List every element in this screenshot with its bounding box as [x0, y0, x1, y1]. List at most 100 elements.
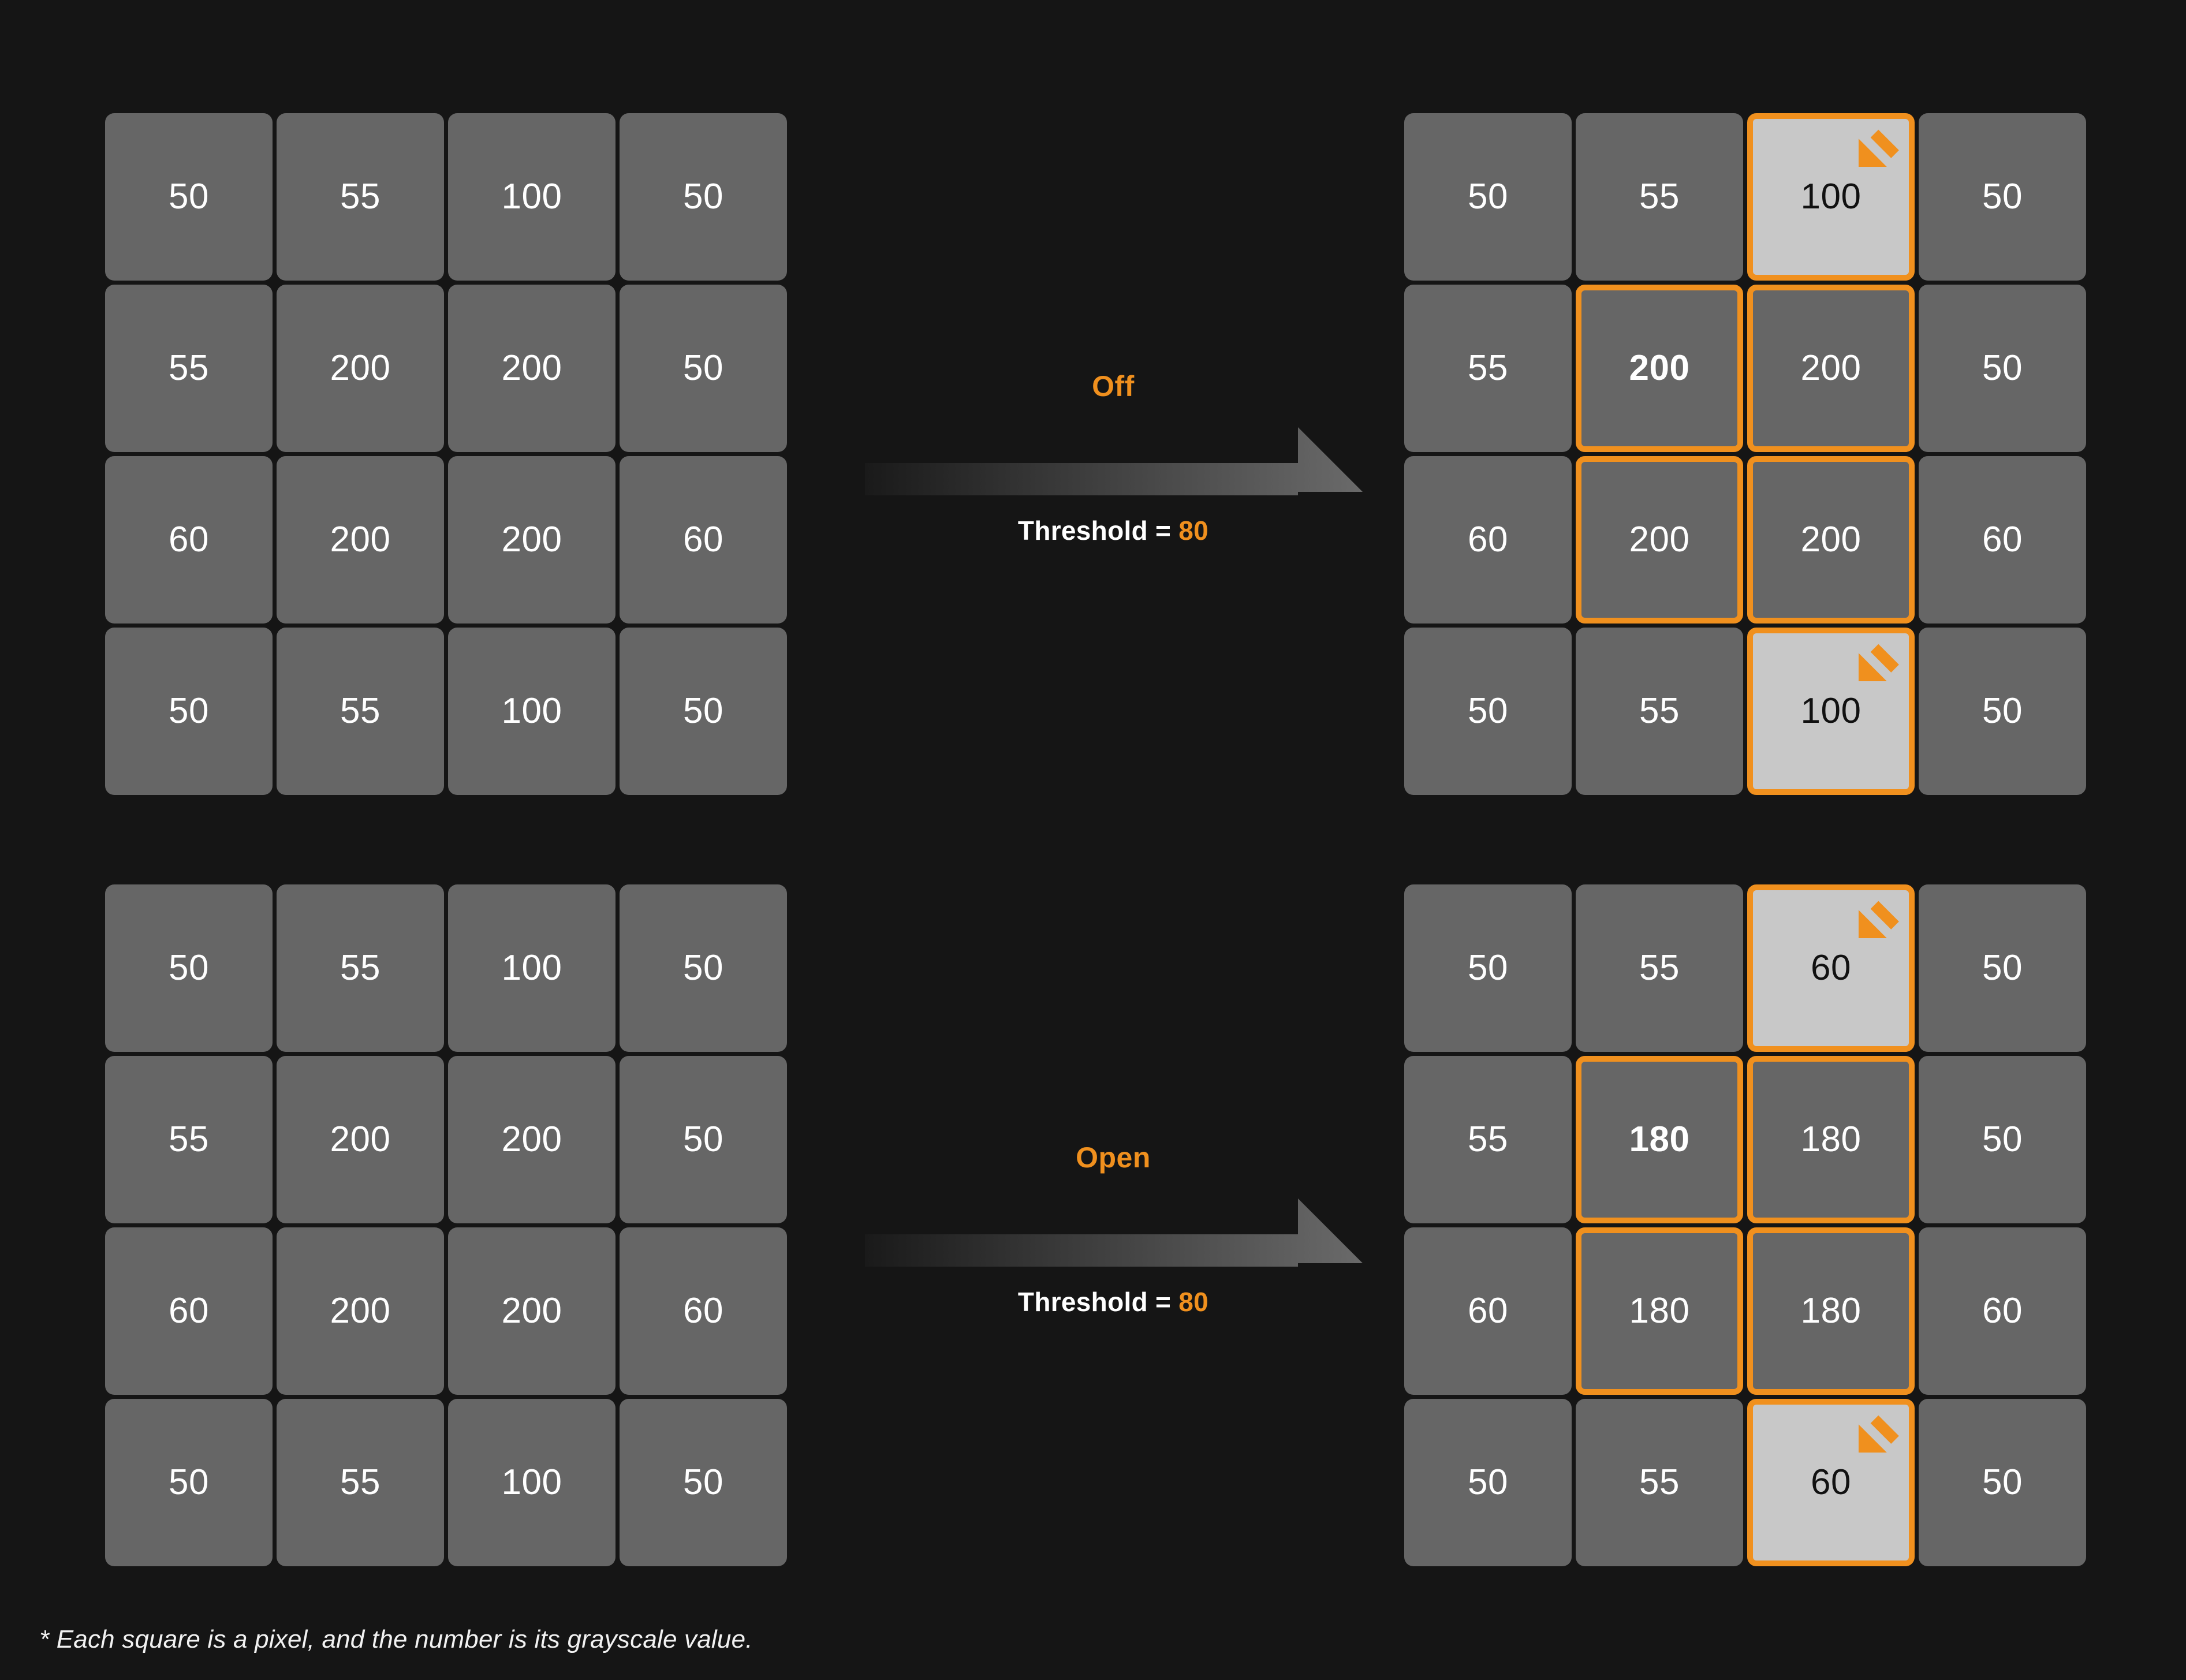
pixel-cell[interactable]: 60 — [620, 456, 787, 624]
pixel-cell[interactable]: 50 — [620, 285, 787, 452]
pixel-value: 180 — [1800, 1291, 1862, 1331]
pixel-value: 50 — [169, 691, 209, 731]
pixel-value: 50 — [169, 177, 209, 216]
pixel-value: 200 — [1800, 348, 1862, 388]
pixel-value: 50 — [1982, 1119, 2023, 1159]
pixel-cell[interactable]: 180 — [1576, 1227, 1743, 1395]
pixel-cell[interactable]: 50 — [1404, 884, 1572, 1052]
pixel-cell[interactable]: 100 — [448, 884, 615, 1052]
pixel-cell[interactable]: 55 — [1576, 884, 1743, 1052]
pixel-cell[interactable]: 55 — [105, 1056, 273, 1223]
pixel-cell[interactable]: 60 — [1404, 456, 1572, 624]
pixel-cell[interactable]: 200 — [277, 1227, 444, 1395]
pixel-cell[interactable]: 50 — [620, 1056, 787, 1223]
pixel-cell[interactable]: 200 — [448, 1056, 615, 1223]
pixel-cell[interactable]: 60 — [1919, 1227, 2086, 1395]
pixel-value: 100 — [501, 177, 562, 216]
pixel-cell[interactable]: 50 — [1919, 1056, 2086, 1223]
pixel-cell[interactable]: 100 — [448, 628, 615, 795]
pixel-cell[interactable]: 55 — [277, 113, 444, 281]
pixel-cell[interactable]: 100 — [1747, 628, 1915, 795]
pixel-cell[interactable]: 60 — [1747, 1399, 1915, 1566]
pixel-cell[interactable]: 200 — [1747, 285, 1915, 452]
pixel-cell[interactable]: 50 — [620, 884, 787, 1052]
pixel-cell[interactable]: 55 — [1404, 1056, 1572, 1223]
pixel-cell[interactable]: 55 — [105, 285, 273, 452]
pixel-cell[interactable]: 55 — [277, 884, 444, 1052]
pixel-value: 55 — [1468, 1119, 1508, 1159]
pixel-cell[interactable]: 50 — [620, 1399, 787, 1566]
pixel-cell[interactable]: 200 — [448, 456, 615, 624]
pixel-cell[interactable]: 50 — [1919, 884, 2086, 1052]
pixel-value: 50 — [683, 1119, 723, 1159]
pixel-cell[interactable]: 180 — [1747, 1227, 1915, 1395]
pixel-cell[interactable]: 180 — [1576, 1056, 1743, 1223]
pixel-value: 55 — [1468, 348, 1508, 388]
pixel-cell[interactable]: 60 — [105, 1227, 273, 1395]
pixel-value: 55 — [1639, 177, 1680, 216]
pixel-value: 50 — [1982, 1462, 2023, 1502]
pixel-cell[interactable]: 60 — [620, 1227, 787, 1395]
pixel-value: 60 — [169, 520, 209, 559]
pixel-cell[interactable]: 50 — [1919, 628, 2086, 795]
pixel-value: 200 — [330, 1119, 391, 1159]
pixel-cell[interactable]: 200 — [277, 285, 444, 452]
pixel-cell[interactable]: 60 — [1919, 456, 2086, 624]
down-left-arrow-icon — [1858, 644, 1899, 682]
pixel-value: 200 — [1800, 520, 1862, 559]
pixel-value: 60 — [683, 1291, 723, 1331]
pixel-value: 50 — [169, 948, 209, 988]
pixel-value: 200 — [501, 1119, 562, 1159]
down-left-arrow-icon — [1858, 129, 1899, 167]
pixel-value: 55 — [1639, 948, 1680, 988]
pixel-cell[interactable]: 55 — [1576, 628, 1743, 795]
pixel-cell[interactable]: 60 — [1747, 884, 1915, 1052]
pixel-value: 50 — [683, 691, 723, 731]
pixel-cell[interactable]: 200 — [1576, 456, 1743, 624]
pixel-cell[interactable]: 180 — [1747, 1056, 1915, 1223]
pixel-cell[interactable]: 55 — [1576, 113, 1743, 281]
pixel-value: 200 — [1629, 520, 1690, 559]
pixel-cell[interactable]: 200 — [448, 285, 615, 452]
flow-title: Open — [1076, 1141, 1151, 1174]
pixel-cell[interactable]: 200 — [1747, 456, 1915, 624]
pixel-cell[interactable]: 50 — [105, 1399, 273, 1566]
pixel-value: 180 — [1629, 1291, 1690, 1331]
pixel-cell[interactable]: 50 — [1919, 285, 2086, 452]
pixel-value: 60 — [1982, 520, 2023, 559]
pixel-cell[interactable]: 50 — [1919, 113, 2086, 281]
pixel-cell[interactable]: 100 — [448, 1399, 615, 1566]
pixel-cell[interactable]: 50 — [105, 628, 273, 795]
pixel-value: 200 — [501, 1291, 562, 1331]
pixel-cell[interactable]: 200 — [277, 1056, 444, 1223]
pixel-cell[interactable]: 55 — [1404, 285, 1572, 452]
pixel-cell[interactable]: 200 — [1576, 285, 1743, 452]
pixel-cell[interactable]: 50 — [1404, 113, 1572, 281]
pixel-cell[interactable]: 60 — [1404, 1227, 1572, 1395]
pixel-cell[interactable]: 200 — [448, 1227, 615, 1395]
pixel-cell[interactable]: 200 — [277, 456, 444, 624]
pixel-cell[interactable]: 50 — [1919, 1399, 2086, 1566]
pixel-cell[interactable]: 50 — [620, 628, 787, 795]
pixel-cell[interactable]: 100 — [1747, 113, 1915, 281]
pixel-value: 55 — [340, 1462, 381, 1502]
pixel-cell[interactable]: 50 — [620, 113, 787, 281]
pixel-cell[interactable]: 50 — [105, 884, 273, 1052]
pixel-value: 60 — [1468, 1291, 1508, 1331]
pixel-cell[interactable]: 50 — [1404, 1399, 1572, 1566]
pixel-cell[interactable]: 100 — [448, 113, 615, 281]
pixel-cell[interactable]: 55 — [277, 1399, 444, 1566]
pixel-cell[interactable]: 55 — [1576, 1399, 1743, 1566]
pixel-cell[interactable]: 60 — [105, 456, 273, 624]
pixel-cell[interactable]: 55 — [277, 628, 444, 795]
pixel-value: 55 — [169, 1119, 209, 1159]
pixel-cell[interactable]: 50 — [105, 113, 273, 281]
pixel-cell[interactable]: 50 — [1404, 628, 1572, 795]
pixel-value: 60 — [1811, 1462, 1851, 1502]
pixel-value: 50 — [1468, 948, 1508, 988]
pixel-value: 50 — [1468, 1462, 1508, 1502]
